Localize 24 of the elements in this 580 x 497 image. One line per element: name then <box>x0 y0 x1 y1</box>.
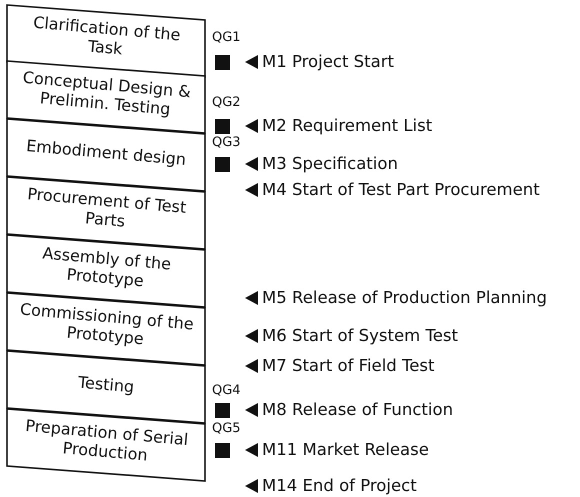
phase-name: Preparation of Serial Production <box>24 415 190 467</box>
phase-band <box>6 408 206 482</box>
milestone-label: M8 Release of Function <box>262 400 454 420</box>
milestone-label: M5 Release of Production Planning <box>262 288 547 308</box>
milestone-label: M4 Start of Test Part Procurement <box>262 180 540 200</box>
milestone-label: M3 Specification <box>262 154 398 174</box>
quality-gate-label: QG3 <box>212 136 241 150</box>
milestone-label: M14 End of Project <box>262 476 417 496</box>
phase-name: Conceptual Design & Prelimin. Testing <box>21 67 193 121</box>
phase-name: Assembly of the Prototype <box>40 242 173 292</box>
quality-gate-label: QG2 <box>212 96 241 110</box>
phase-name: Procurement of Test Parts <box>26 183 188 233</box>
milestone-label: M1 Project Start <box>262 52 394 72</box>
milestone-label: M7 Start of Field Test <box>262 356 435 376</box>
milestone-label: M6 Start of System Test <box>262 326 458 346</box>
quality-gate-label: QG1 <box>212 31 241 45</box>
milestone-label: M2 Requirement List <box>262 116 432 136</box>
phase-name: Embodiment design <box>25 136 187 168</box>
phase-name: Testing <box>77 372 135 396</box>
phase-name: Clarification of the Task <box>31 12 182 60</box>
phase-name: Commissioning of the Prototype <box>18 299 196 350</box>
milestone-label: M11 Market Release <box>262 440 429 460</box>
quality-gate-label: QG5 <box>212 422 241 436</box>
quality-gate-label: QG4 <box>212 384 241 398</box>
